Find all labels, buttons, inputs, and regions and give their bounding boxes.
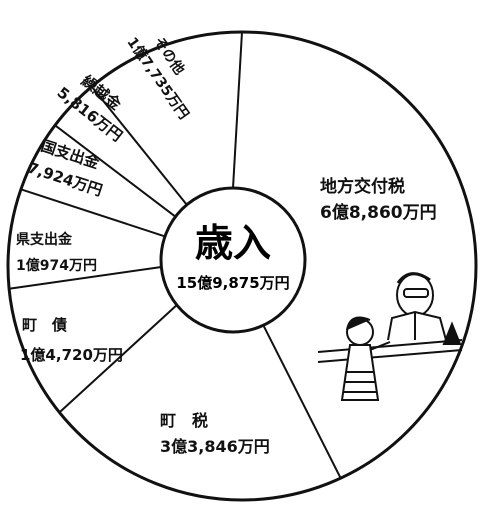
- center-title: 歳入: [195, 220, 271, 265]
- slice-name: 地方交付税: [320, 176, 405, 197]
- slice-amount: 1億974万円: [16, 257, 97, 274]
- slice-label-chihou-koufuzei: 地方交付税 6億8,860万円: [320, 176, 437, 223]
- slice-label-chouzei: 町 税 3億3,846万円: [160, 411, 270, 456]
- counter-clerk-illustration: [317, 272, 463, 401]
- slice-divider: [58, 304, 178, 414]
- slice-label-chousai: 町 債 1億4,720万円: [20, 316, 123, 364]
- center-total: 15億9,875万円: [176, 274, 289, 292]
- slice-name: 県支出金: [16, 231, 73, 248]
- slice-name: 町 債: [22, 316, 67, 334]
- slice-name: 町 税: [160, 411, 208, 430]
- slice-amount: 3億3,846万円: [160, 437, 270, 456]
- slice-divider: [232, 31, 243, 189]
- slice-amount: 1億4,720万円: [20, 346, 123, 364]
- slice-divider: [262, 324, 342, 479]
- slice-divider: [91, 85, 188, 206]
- slice-divider: [8, 266, 162, 290]
- slice-amount: 6億8,860万円: [320, 202, 437, 223]
- slice-divider: [54, 124, 177, 218]
- slice-divider: [20, 188, 166, 238]
- center-circle: [159, 186, 307, 334]
- slice-label-ken-shishutsukin: 県支出金 1億974万円: [16, 231, 97, 274]
- slice-dividers: [8, 31, 342, 479]
